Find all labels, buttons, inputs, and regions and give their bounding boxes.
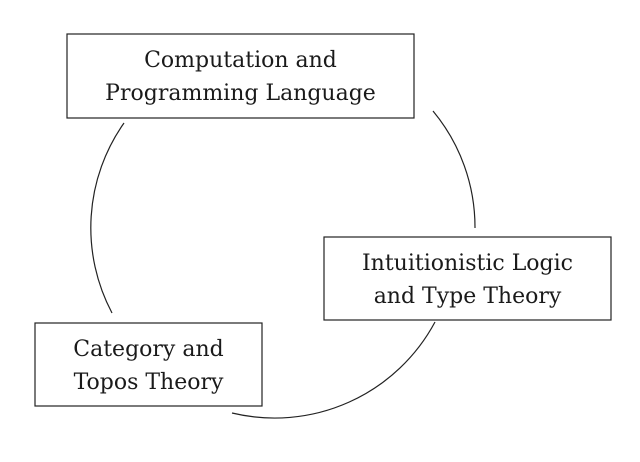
node-category-box xyxy=(34,322,263,407)
node-category: Category and Topos Theory xyxy=(34,322,263,407)
node-computation-box xyxy=(66,33,415,119)
node-logic-label-line-2: and Type Theory xyxy=(374,284,562,309)
node-logic: Intuitionistic Logic and Type Theory xyxy=(323,236,612,321)
node-category-label-line-2: Topos Theory xyxy=(74,370,224,395)
node-computation: Computation and Programming Language xyxy=(66,33,415,119)
node-logic-box xyxy=(323,236,612,321)
arc-computation-to-logic xyxy=(432,110,476,229)
arc-logic-to-category xyxy=(231,321,436,419)
node-computation-label-line-2: Programming Language xyxy=(105,81,376,106)
node-category-label-line-1: Category and xyxy=(73,337,223,362)
node-logic-label-line-1: Intuitionistic Logic xyxy=(362,251,573,276)
node-computation-label-line-1: Computation and xyxy=(144,48,337,73)
arc-category-to-computation xyxy=(90,122,125,314)
